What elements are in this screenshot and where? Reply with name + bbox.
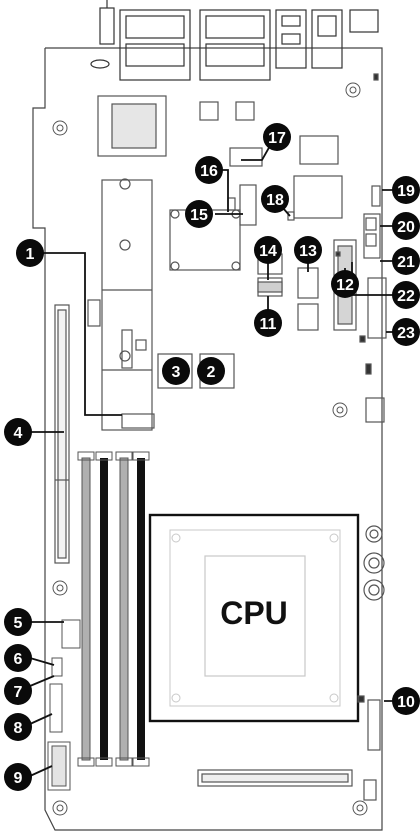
bottom-components xyxy=(197,695,381,801)
callout-number: 20 xyxy=(397,219,415,236)
rear-io-ports xyxy=(90,0,379,81)
callout-number: 9 xyxy=(14,770,23,787)
callout-22: 22 xyxy=(392,281,420,309)
callout-15: 15 xyxy=(185,200,213,228)
callout-number: 15 xyxy=(190,207,208,224)
capacitors xyxy=(363,525,385,601)
callout-number: 6 xyxy=(14,651,23,668)
callout-number: 3 xyxy=(172,364,181,381)
callout-number: 8 xyxy=(14,720,23,737)
callout-14: 14 xyxy=(254,236,282,264)
callout-11: 11 xyxy=(254,309,282,337)
callout-13: 13 xyxy=(294,236,322,264)
cpu-label: CPU xyxy=(220,595,288,631)
callout-19: 19 xyxy=(392,176,420,204)
callout-2: 2 xyxy=(197,357,225,385)
callout-16: 16 xyxy=(195,156,223,184)
leader-line-1 xyxy=(30,252,122,416)
pcie-slot xyxy=(54,304,70,564)
callout-number: 11 xyxy=(260,316,277,333)
cpu-socket: CPU xyxy=(148,513,360,723)
callout-21: 21 xyxy=(392,247,420,275)
callout-number: 2 xyxy=(207,364,216,381)
callout-20: 20 xyxy=(392,212,420,240)
mounting-holes xyxy=(52,82,368,816)
callout-number: 10 xyxy=(397,694,415,711)
callout-number: 5 xyxy=(14,615,23,632)
dimm-slots xyxy=(77,451,150,767)
callout-number: 21 xyxy=(397,254,415,271)
leader-line-9 xyxy=(29,765,53,777)
callout-1: 1 xyxy=(16,239,44,267)
leader-line-7 xyxy=(29,675,55,687)
leader-line-8 xyxy=(29,713,53,725)
callout-23: 23 xyxy=(392,318,420,346)
callout-8: 8 xyxy=(4,713,32,741)
callout-9: 9 xyxy=(4,763,32,791)
callout-number: 23 xyxy=(397,325,415,342)
upper-components xyxy=(97,73,381,226)
callout-number: 4 xyxy=(14,425,23,442)
callout-5: 5 xyxy=(4,608,32,636)
leader-line-6 xyxy=(29,657,55,666)
front-panel-headers xyxy=(47,619,81,791)
callout-number: 22 xyxy=(397,288,415,305)
callouts: 1 2 3 4 5 6 7 8 9 10 11 12 13 14 15 16 1… xyxy=(4,123,420,791)
callout-4: 4 xyxy=(4,418,32,446)
callout-number: 17 xyxy=(268,130,286,147)
callout-number: 16 xyxy=(200,163,218,180)
callout-17: 17 xyxy=(263,123,291,151)
storage-area xyxy=(87,178,387,431)
callout-number: 12 xyxy=(336,277,354,294)
callout-7: 7 xyxy=(4,677,32,705)
callout-10: 10 xyxy=(392,687,420,715)
callout-number: 14 xyxy=(259,243,277,260)
callout-12: 12 xyxy=(331,270,359,298)
callout-6: 6 xyxy=(4,644,32,672)
callout-number: 13 xyxy=(299,243,317,260)
callout-number: 19 xyxy=(397,183,415,200)
callout-3: 3 xyxy=(162,357,190,385)
callout-number: 1 xyxy=(26,246,35,263)
callout-number: 7 xyxy=(14,684,23,701)
callout-18: 18 xyxy=(261,185,289,213)
board-outline xyxy=(32,47,383,831)
callout-number: 18 xyxy=(266,192,284,209)
